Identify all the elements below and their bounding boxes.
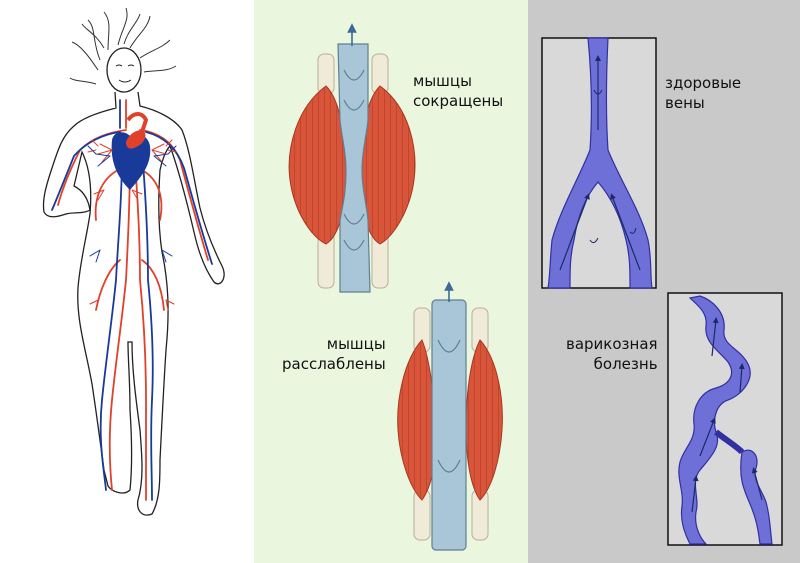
head <box>106 47 142 93</box>
vein-tube-relaxed <box>431 299 467 551</box>
healthy-veins-label: здоровые вены <box>665 73 741 113</box>
label-line: болезнь <box>593 355 658 373</box>
veins <box>51 99 213 501</box>
label-line: варикозная <box>566 335 658 353</box>
label-line: здоровые <box>665 74 742 92</box>
lung-branches <box>87 139 177 311</box>
muscles-relaxed-illustration <box>397 281 503 551</box>
varicose-disease-label: варикозная болезнь <box>566 334 658 374</box>
varicose-veins-illustration <box>667 292 783 546</box>
right-muscle-relaxed <box>465 339 503 501</box>
muscles-relaxed-label: мышцы расслаблены <box>282 334 386 374</box>
muscles-contracted-illustration <box>288 23 416 293</box>
hair <box>69 7 177 85</box>
left-muscle-relaxed <box>397 339 437 501</box>
circulatory-body-panel <box>0 0 254 563</box>
body-outline <box>42 91 225 516</box>
human-figure <box>42 7 225 516</box>
healthy-veins-illustration <box>541 37 657 289</box>
label-line: вены <box>665 94 705 112</box>
vein-tube-contracted <box>337 43 371 293</box>
left-muscle-contracted <box>288 85 347 245</box>
label-line: расслаблены <box>282 355 386 373</box>
label-line: сокращены <box>413 92 504 110</box>
muscles-contracted-label: мышцы сокращены <box>413 71 503 111</box>
label-line: мышцы <box>413 72 472 90</box>
label-line: мышцы <box>326 335 386 353</box>
heart <box>111 112 151 190</box>
